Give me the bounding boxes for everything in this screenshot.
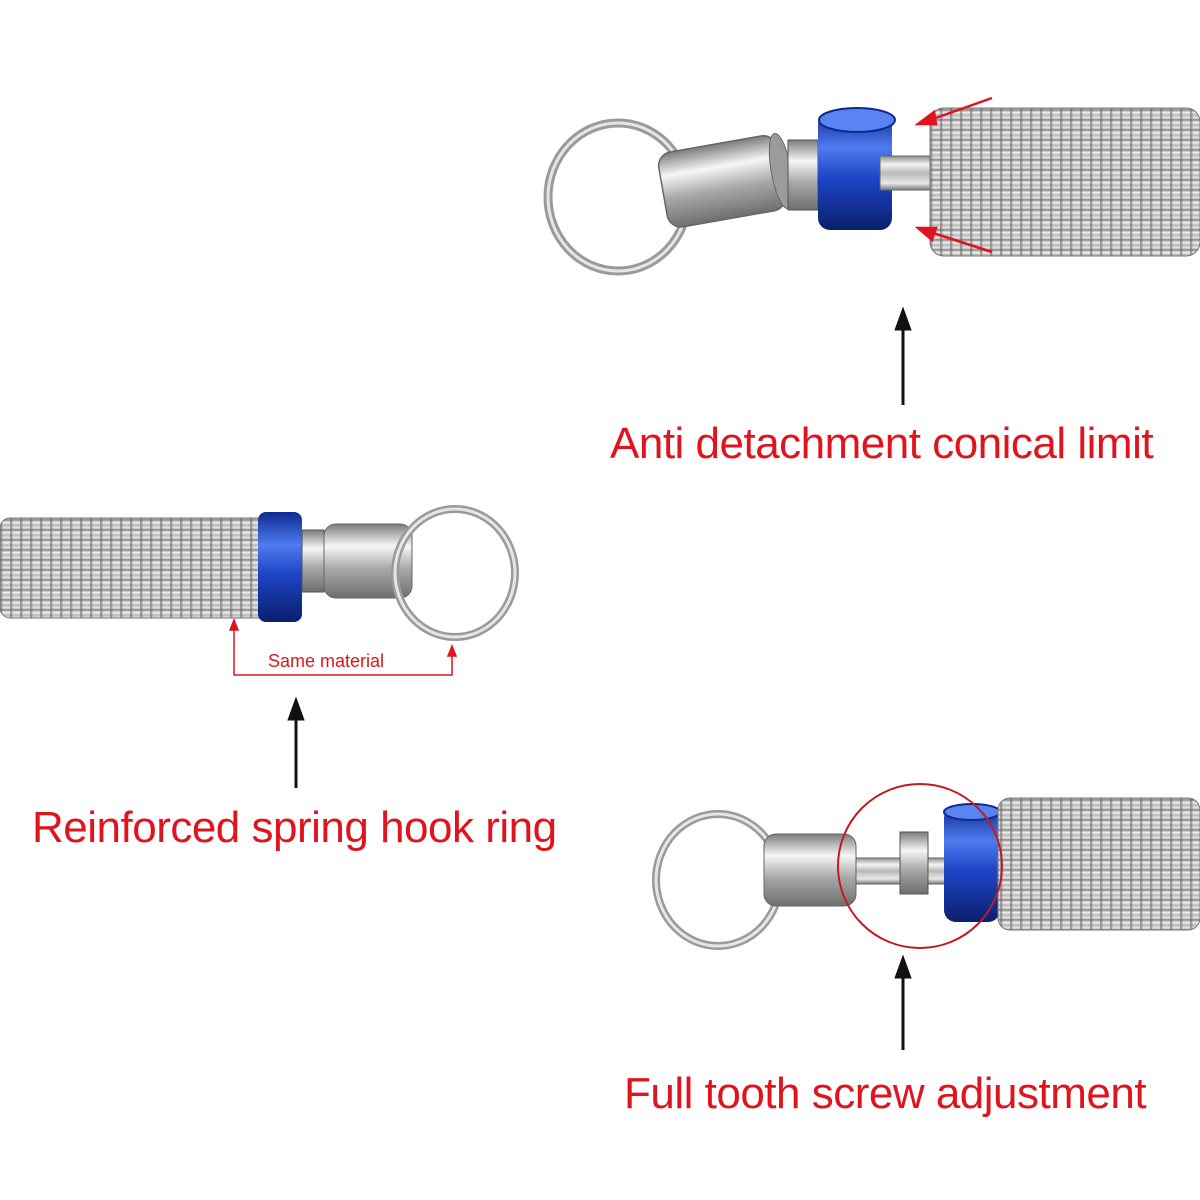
bottom-nut (899, 831, 929, 895)
same-material-bracket (228, 617, 458, 676)
middle-pointer-arrow (287, 696, 305, 788)
middle-blue-cap (258, 512, 302, 622)
top-nut (787, 139, 819, 211)
middle-sleeve (323, 523, 413, 599)
top-pointer-arrow (894, 306, 912, 405)
top-blue-cap (818, 107, 896, 230)
bottom-highlight-circle (837, 783, 1003, 949)
bottom-pointer-arrow (894, 954, 912, 1050)
middle-nut (301, 529, 325, 593)
top-red-arrows (914, 96, 993, 254)
top-screw (879, 155, 939, 191)
top-spring-assembly (543, 96, 1200, 276)
top-coil-spring (929, 107, 1200, 257)
anti-detachment-caption: Anti detachment conical limit (610, 419, 1154, 468)
bottom-coil-spring (997, 797, 1200, 931)
bottom-sleeve (763, 833, 857, 907)
middle-spring-assembly (0, 505, 519, 676)
top-sleeve (657, 133, 794, 228)
bottom-spring-assembly (652, 783, 1200, 950)
middle-coil-spring (0, 517, 269, 619)
reinforced-hook-caption: Reinforced spring hook ring (32, 803, 557, 852)
screw-adjustment-caption: Full tooth screw adjustment (624, 1069, 1147, 1118)
same-material-label: Same material (268, 651, 385, 671)
